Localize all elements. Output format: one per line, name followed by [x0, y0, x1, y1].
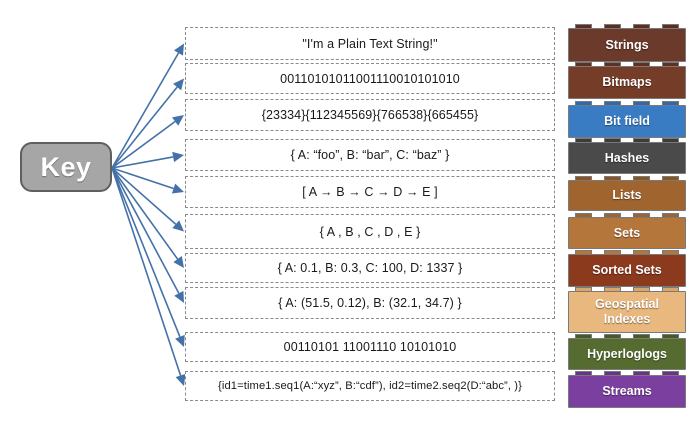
arrow-line — [111, 167, 181, 338]
arrow-head — [175, 373, 186, 386]
brick-body: Strings — [568, 24, 686, 62]
key-node-label: Key — [40, 151, 92, 182]
value-text: { A: 0.1, B: 0.3, C: 100, D: 1337 } — [277, 261, 463, 275]
brick-label: Bitmaps — [602, 75, 652, 89]
arrow-head — [173, 78, 184, 91]
value-text: { A: “foo”, B: “bar”, C: “baz” } — [290, 148, 450, 162]
brick-body: Lists — [568, 176, 686, 211]
brick-geospatial-indexes[interactable]: Geospatial Indexes — [568, 287, 686, 333]
arrow-head — [173, 43, 184, 56]
arrow-line — [111, 167, 180, 294]
value-box-bit-field[interactable]: {23334}{112345569}{766538}{665455} — [185, 99, 555, 131]
brick-label: Sets — [613, 225, 641, 240]
value-box-bitmaps[interactable]: 00110101011001110010101010 — [185, 63, 555, 94]
brick-strings[interactable]: Strings — [568, 24, 686, 62]
arrow-line — [111, 120, 176, 169]
value-text: { A: (51.5, 0.12), B: (32.1, 34.7) } — [278, 296, 462, 310]
value-text: {id1=time1.seq1(A:“xyz”, B:“cdf”), id2=t… — [218, 380, 522, 392]
arrow-line — [111, 167, 174, 190]
brick-label: Streams — [602, 384, 652, 398]
value-text: [ A → B → C → D → E ] — [302, 185, 438, 199]
brick-sorted-sets[interactable]: Sorted Sets — [568, 250, 686, 287]
arrow-head — [171, 183, 184, 194]
arrow-head — [175, 334, 185, 347]
brick-studs — [575, 138, 679, 143]
brick-bitmaps[interactable]: Bitmaps — [568, 62, 686, 99]
arrow-line — [111, 167, 179, 260]
brick-studs — [575, 287, 679, 292]
key-node[interactable]: Key — [20, 142, 112, 192]
value-box-lists[interactable]: [ A → B → C → D → E ] — [185, 176, 555, 208]
brick-label: Hyperloglogs — [587, 346, 667, 361]
arrow-line — [111, 156, 174, 169]
brick-hashes[interactable]: Hashes — [568, 138, 686, 174]
brick-label: Lists — [612, 188, 642, 202]
arrow-head — [172, 220, 184, 232]
brick-label: Strings — [605, 37, 649, 52]
brick-body: Hyperloglogs — [568, 334, 686, 370]
brick-body: Sets — [568, 213, 686, 249]
value-box-hyperloglogs[interactable]: 00110101 11001110 10101010 — [185, 332, 555, 362]
brick-studs — [575, 24, 679, 29]
brick-body: Streams — [568, 371, 686, 408]
arrow-line — [111, 52, 180, 169]
arrow-line — [111, 167, 182, 376]
brick-body: Sorted Sets — [568, 250, 686, 287]
brick-label: Bit field — [604, 114, 650, 128]
brick-bit-field[interactable]: Bit field — [568, 101, 686, 138]
value-text: 00110101011001110010101010 — [280, 71, 460, 86]
arrow-line — [111, 86, 178, 169]
brick-body: Hashes — [568, 138, 686, 174]
brick-studs — [575, 371, 679, 376]
arrow-head — [174, 290, 184, 303]
brick-studs — [575, 176, 679, 181]
value-box-sorted-sets[interactable]: { A: 0.1, B: 0.3, C: 100, D: 1337 } — [185, 253, 555, 283]
value-text: 00110101 11001110 10101010 — [283, 340, 457, 354]
brick-sets[interactable]: Sets — [568, 213, 686, 249]
brick-label: Sorted Sets — [592, 263, 662, 277]
value-box-streams[interactable]: {id1=time1.seq1(A:“xyz”, B:“cdf”), id2=t… — [185, 371, 555, 401]
brick-label: Geospatial Indexes — [595, 297, 659, 326]
brick-lists[interactable]: Lists — [568, 176, 686, 211]
value-box-strings[interactable]: "I'm a Plain Text String!" — [185, 27, 555, 60]
arrow-head — [173, 256, 184, 268]
brick-body: Bit field — [568, 101, 686, 138]
brick-studs — [575, 250, 679, 255]
brick-studs — [575, 101, 679, 106]
value-text: {23334}{112345569}{766538}{665455} — [261, 108, 479, 122]
arrow-head — [172, 151, 184, 163]
value-box-hashes[interactable]: { A: “foo”, B: “bar”, C: “baz” } — [185, 139, 555, 171]
brick-streams[interactable]: Streams — [568, 371, 686, 408]
arrow-head — [172, 115, 184, 126]
brick-studs — [575, 62, 679, 67]
brick-label: Hashes — [604, 150, 650, 165]
arrow-line — [111, 167, 177, 225]
brick-studs — [575, 213, 679, 218]
brick-hyperloglogs[interactable]: Hyperloglogs — [568, 334, 686, 370]
value-box-sets[interactable]: { A , B , C , D , E } — [185, 214, 555, 249]
value-text: { A , B , C , D , E } — [319, 224, 421, 239]
brick-body: Bitmaps — [568, 62, 686, 99]
brick-body: Geospatial Indexes — [568, 287, 686, 333]
value-box-geospatial-indexes[interactable]: { A: (51.5, 0.12), B: (32.1, 34.7) } — [185, 287, 555, 319]
value-text: "I'm a Plain Text String!" — [302, 36, 438, 51]
brick-studs — [575, 334, 679, 339]
